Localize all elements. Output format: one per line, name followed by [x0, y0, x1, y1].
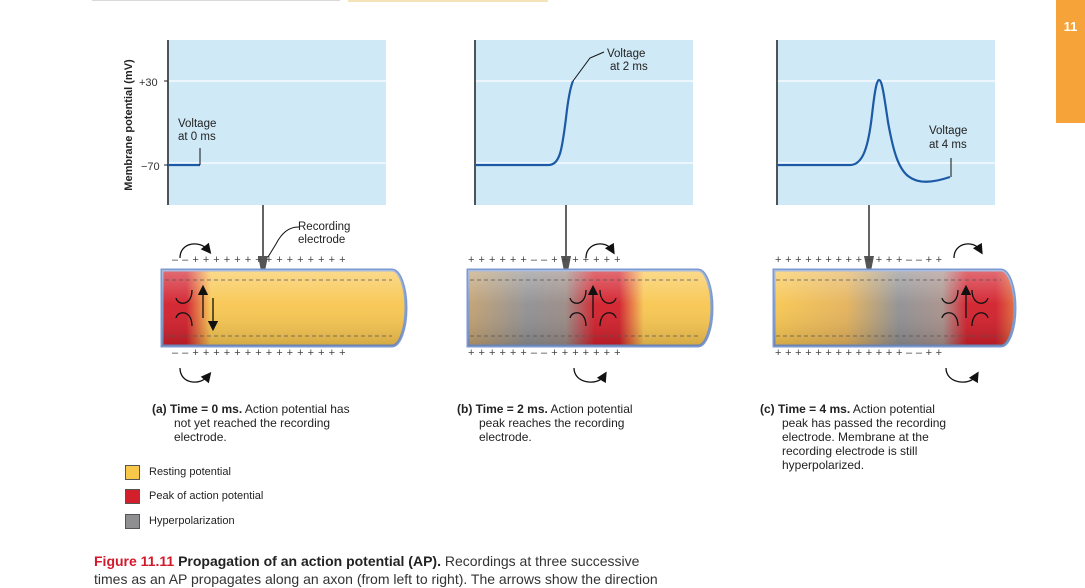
voltage-b-leader	[572, 51, 605, 82]
voltage-trace-c	[777, 78, 951, 183]
voltage-label-a-line1: Voltage	[178, 118, 216, 130]
voltage-label-c-line1: Voltage	[929, 125, 967, 137]
caption-c-line4: recording electrode is still	[782, 444, 918, 458]
voltage-label-b-line2: at 2 ms	[610, 61, 648, 73]
plot-c-background	[776, 40, 995, 205]
figure-text: Recordings at three successive	[444, 553, 640, 569]
caption-c-rest: Action potential	[850, 402, 935, 416]
charges-bottom-a: – – + + + + + + + + + + + + + + +	[172, 347, 346, 359]
figure-title: Propagation of an action potential (AP).	[178, 553, 441, 569]
caption-a-label: (a)	[152, 402, 167, 416]
axon-a-shade	[162, 270, 406, 346]
current-arrows-b	[569, 242, 617, 384]
figure-text-line2: times as an AP propagates along an axon …	[94, 571, 658, 587]
top-rule-highlight	[348, 0, 548, 2]
legend-item-hyper: Hyperpolarization	[125, 513, 235, 529]
axon-b-shade	[468, 270, 712, 346]
figure-caption: Figure 11.11 Propagation of an action po…	[94, 552, 714, 588]
plot-b-background	[474, 40, 693, 205]
plot-a-background	[167, 40, 386, 205]
caption-c-line2: peak has passed the recording	[782, 416, 947, 430]
panel-c: Voltage at 4 ms + + + + + + + + + + + + …	[772, 40, 1017, 384]
panel-b: Voltage at 2 ms + + + + + + – – + + + + …	[466, 40, 714, 384]
panel-a: Voltage at 0 ms Recording electrode – – …	[160, 40, 408, 384]
legend-label-hyper: Hyperpolarization	[149, 515, 235, 527]
caption-a-bold: Time = 0 ms.	[170, 402, 243, 416]
voltage-label-a-line2: at 0 ms	[178, 131, 216, 143]
caption-a-line3: electrode.	[174, 430, 227, 444]
caption-b-line3: electrode.	[479, 430, 532, 444]
legend-label-resting: Resting potential	[149, 466, 231, 478]
charges-bottom-b: + + + + + + – – + + + + + + +	[468, 347, 621, 359]
voltage-label-c-line2: at 4 ms	[929, 139, 967, 151]
figure-number: Figure 11.11	[94, 553, 175, 569]
caption-a: (a) Time = 0 ms. Action potential has no…	[152, 402, 422, 444]
current-arrows-a	[175, 242, 219, 384]
caption-b: (b) Time = 2 ms. Action potential peak r…	[457, 402, 717, 444]
caption-c-line5: hyperpolarized.	[782, 458, 865, 472]
charges-top-a: – – + + + + + + + + + + + + + + +	[172, 254, 346, 266]
top-rule	[92, 0, 340, 1]
caption-a-rest: Action potential has	[242, 402, 350, 416]
legend-swatch-resting	[125, 464, 140, 480]
electrode-label-line2: electrode	[298, 234, 345, 246]
legend-item-peak: Peak of action potential	[125, 488, 263, 504]
caption-c-bold: Time = 4 ms.	[778, 402, 851, 416]
caption-b-rest: Action potential	[547, 402, 633, 416]
y-tick-low: −70	[141, 161, 160, 173]
caption-b-bold: Time = 2 ms.	[475, 402, 548, 416]
axon-c-shade	[774, 270, 1015, 346]
section-tab[interactable]: 11	[1056, 0, 1085, 123]
voltage-label-b-line1: Voltage	[607, 48, 645, 60]
y-axis-label: Membrane potential (mV)	[123, 59, 135, 191]
charges-bottom-c: + + + + + + + + + + + + + – – + +	[775, 347, 942, 359]
electrode-label-leader	[267, 226, 301, 258]
caption-c-line3: electrode. Membrane at the	[782, 430, 929, 444]
legend-label-peak: Peak of action potential	[149, 490, 264, 502]
charges-top-b: + + + + + + – – + + + + + + +	[468, 254, 621, 266]
caption-c-label: (c)	[760, 402, 775, 416]
legend-swatch-hyper	[125, 513, 140, 529]
caption-b-line2: peak reaches the recording	[479, 416, 625, 430]
legend-swatch-peak	[125, 488, 140, 504]
caption-a-line2: not yet reached the recording	[174, 416, 331, 430]
legend-item-resting: Resting potential	[125, 464, 231, 480]
voltage-trace-b	[475, 80, 575, 167]
section-tab-label: 11	[1063, 19, 1078, 34]
charges-top-c: + + + + + + + + + + + + + – – + +	[775, 254, 942, 266]
caption-c: (c) Time = 4 ms. Action potential peak h…	[760, 402, 1020, 472]
current-arrows-c	[941, 242, 989, 384]
caption-b-label: (b)	[457, 402, 473, 416]
y-tick-high: +30	[139, 77, 158, 89]
electrode-label-line1: Recording	[298, 221, 350, 233]
